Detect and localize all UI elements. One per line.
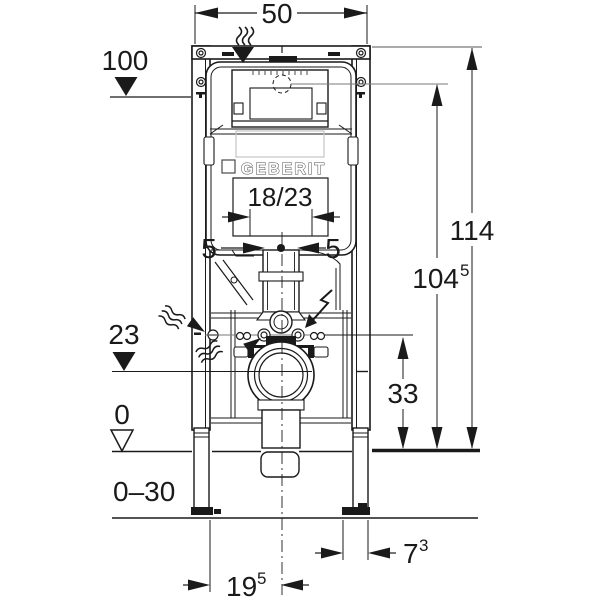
dim-19-5: 19 5 bbox=[183, 520, 309, 600]
supply-arrow-left bbox=[158, 305, 205, 332]
level-100: 100 bbox=[102, 45, 191, 98]
dim-fixing-height-label: 33 bbox=[387, 378, 418, 409]
dim-offsets: 5 5 bbox=[201, 233, 341, 264]
level-23-label: 23 bbox=[108, 319, 139, 350]
outlet-pipe-circle bbox=[247, 341, 315, 409]
dim-fixing-height: 33 bbox=[387, 337, 419, 449]
outlet-assembly bbox=[233, 336, 329, 478]
outlet-below-floor bbox=[260, 451, 300, 478]
dim-7-3: 7 3 bbox=[315, 520, 428, 569]
fixing-row bbox=[194, 328, 413, 342]
cistern: GEBERIT bbox=[203, 56, 359, 256]
floor-lines bbox=[112, 448, 480, 519]
dim-frame-width: 50 bbox=[194, 0, 368, 44]
actuator-unit bbox=[269, 56, 297, 62]
connection-arrow-center bbox=[195, 338, 261, 364]
dim-7-3-label: 7 bbox=[403, 538, 419, 569]
dim-7-3-sup: 3 bbox=[419, 536, 428, 555]
flush-plate-outline bbox=[235, 130, 325, 158]
left-foot bbox=[191, 507, 221, 515]
dim-total-height: 114 bbox=[372, 46, 495, 449]
dim-offset-left-label: 5 bbox=[201, 233, 217, 264]
brand-logo-text: GEBERIT bbox=[241, 161, 326, 178]
dim-total-height-label: 114 bbox=[450, 215, 495, 246]
right-leg bbox=[352, 427, 369, 511]
dim-104-5-label: 104 bbox=[412, 263, 459, 294]
dim-plate-opening-label: 18/23 bbox=[247, 182, 312, 212]
flush-pipe bbox=[255, 249, 307, 334]
dim-104-5: 104 5 bbox=[291, 83, 469, 449]
left-leg bbox=[193, 427, 210, 511]
dim-frame-width-label: 50 bbox=[261, 0, 292, 29]
floor-range-label: 0–30 bbox=[113, 476, 175, 507]
plate-opening-box bbox=[232, 177, 329, 237]
dim-offset-right-label: 5 bbox=[325, 233, 341, 264]
dim-19-5-label: 19 bbox=[226, 571, 257, 600]
level-100-label: 100 bbox=[102, 45, 149, 76]
right-foot bbox=[342, 503, 370, 515]
dim-104-5-sup: 5 bbox=[460, 261, 469, 280]
fixing-holes bbox=[195, 47, 367, 88]
dim-plate-opening: 18/23 bbox=[222, 182, 340, 236]
dim-19-5-sup: 5 bbox=[257, 569, 266, 588]
level-0: 0 bbox=[109, 399, 135, 453]
brand-logo: GEBERIT bbox=[221, 159, 326, 179]
level-23: 23 bbox=[108, 319, 368, 373]
lightning-arrow bbox=[305, 289, 333, 328]
anchor-marks bbox=[196, 92, 365, 98]
actuation-arrow bbox=[232, 26, 255, 63]
level-0-label: 0 bbox=[114, 399, 130, 430]
